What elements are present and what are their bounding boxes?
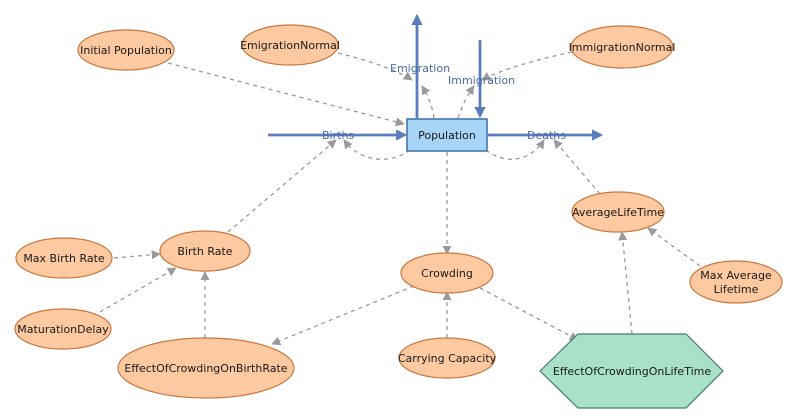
crowding-node[interactable]: Crowding xyxy=(400,252,494,294)
max-average-lifetime-label-line2: Lifetime xyxy=(714,283,759,296)
link-birth-rate-to-births xyxy=(227,139,337,233)
average-lifetime-node[interactable]: AverageLifeTime xyxy=(571,191,665,233)
effect-of-crowding-on-birth-rate-node[interactable]: EffectOfCrowdingOnBirthRate xyxy=(117,337,295,399)
initial-population-label: Initial Population xyxy=(80,44,172,57)
flow-pipes xyxy=(268,13,604,141)
carrying-capacity-node[interactable]: Carrying Capacity xyxy=(398,337,497,379)
max-birth-rate-node[interactable]: Max Birth Rate xyxy=(15,237,113,279)
births-flow-label: Births xyxy=(322,129,354,142)
population-stock-label: Population xyxy=(418,129,476,142)
link-crowding-to-effect-crowding-birth-rate xyxy=(271,285,415,346)
link-population-to-immigration xyxy=(457,85,475,119)
link-average-lifetime-to-deaths xyxy=(553,139,601,195)
crowding-label: Crowding xyxy=(421,267,473,280)
link-emigration-normal-to-emigration xyxy=(337,52,413,81)
effect-of-crowding-on-lifetime-label: EffectOfCrowdingOnLifeTime xyxy=(553,365,711,378)
max-birth-rate-label: Max Birth Rate xyxy=(23,252,105,265)
link-max-birth-rate-to-birth-rate xyxy=(113,250,161,260)
maturation-delay-node[interactable]: MaturationDelay xyxy=(14,308,112,350)
link-max-average-lifetime-to-average-lifetime xyxy=(647,227,701,267)
emigration-normal-label: EmigrationNormal xyxy=(240,39,340,52)
effect-of-crowding-on-lifetime-hexagon xyxy=(539,333,724,409)
initial-population-node[interactable]: Initial Population xyxy=(77,29,175,71)
population-stock[interactable]: Population xyxy=(406,118,488,152)
link-effect-crowding-lifetime-to-average-lifetime xyxy=(618,231,633,335)
average-lifetime-label: AverageLifeTime xyxy=(572,206,664,219)
maturation-delay-label: MaturationDelay xyxy=(17,323,109,336)
population-stock-box xyxy=(406,118,488,152)
birth-rate-node[interactable]: Birth Rate xyxy=(159,230,251,272)
link-population-to-emigration xyxy=(421,85,435,119)
link-maturation-delay-to-birth-rate xyxy=(99,267,177,313)
influence-links xyxy=(99,51,701,346)
birth-rate-label: Birth Rate xyxy=(177,245,232,258)
max-average-lifetime-label-line1: Max Average xyxy=(700,269,772,282)
link-initial-population-to-population xyxy=(167,62,405,127)
deaths-flow-label: Deaths xyxy=(527,129,566,142)
link-population-to-births xyxy=(343,139,411,160)
emigration-normal-node[interactable]: EmigrationNormal xyxy=(240,24,340,66)
max-average-lifetime-node[interactable]: Max Average Lifetime xyxy=(689,260,783,304)
carrying-capacity-label: Carrying Capacity xyxy=(398,352,497,365)
effect-of-crowding-on-birth-rate-label: EffectOfCrowdingOnBirthRate xyxy=(124,362,287,375)
link-immigration-normal-to-immigration xyxy=(481,51,573,81)
effect-of-crowding-on-lifetime-node[interactable]: EffectOfCrowdingOnLifeTime xyxy=(539,333,724,409)
immigration-flow-label: Immigration xyxy=(448,74,515,87)
immigration-normal-label: ImmigrationNormal xyxy=(569,41,676,54)
immigration-normal-node[interactable]: ImmigrationNormal xyxy=(569,25,676,69)
link-crowding-to-effect-crowding-lifetime xyxy=(479,287,579,341)
link-population-to-deaths xyxy=(485,139,545,160)
emigration-flow-label: Emigration xyxy=(390,62,450,75)
